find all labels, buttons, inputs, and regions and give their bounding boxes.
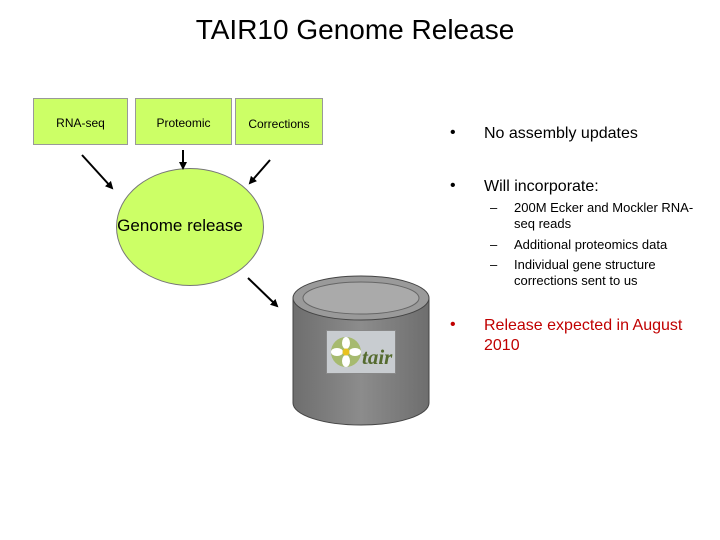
bullet-marker: •	[450, 177, 456, 194]
arrow-rna-seq	[81, 154, 114, 190]
bullet-marker: •	[450, 124, 456, 141]
bullet-text-highlight: Release expected in August 2010	[484, 317, 683, 354]
flower-icon	[331, 337, 361, 367]
input-box-proteomic: Proteomic	[135, 98, 232, 145]
bullet-marker: •	[450, 316, 456, 333]
slide-title: TAIR10 Genome Release	[195, 14, 515, 45]
genome-release-label: Genome release	[117, 216, 243, 235]
bullet-text: Will incorporate:	[484, 178, 599, 195]
sub-bullet-text: Additional proteomics data	[514, 237, 668, 252]
input-box-rna-seq: RNA-seq	[33, 98, 128, 145]
arrow-corrections	[248, 159, 271, 185]
tair-logo: tair	[326, 330, 396, 374]
sub-bullet-marker: –	[490, 257, 498, 272]
sub-bullet-marker: –	[490, 237, 498, 252]
arrow-to-database	[247, 277, 279, 308]
sub-bullet-marker: –	[490, 200, 498, 215]
bullet-text: No assembly updates	[484, 125, 638, 142]
genome-release-ellipse	[116, 168, 264, 286]
input-box-corrections: Corrections	[235, 98, 323, 145]
sub-bullet-text: Individual gene structure corrections se…	[514, 257, 656, 288]
tair-logo-text: tair	[362, 345, 393, 369]
sub-bullet-text: 200M Ecker and Mockler RNA-seq reads	[514, 200, 694, 231]
